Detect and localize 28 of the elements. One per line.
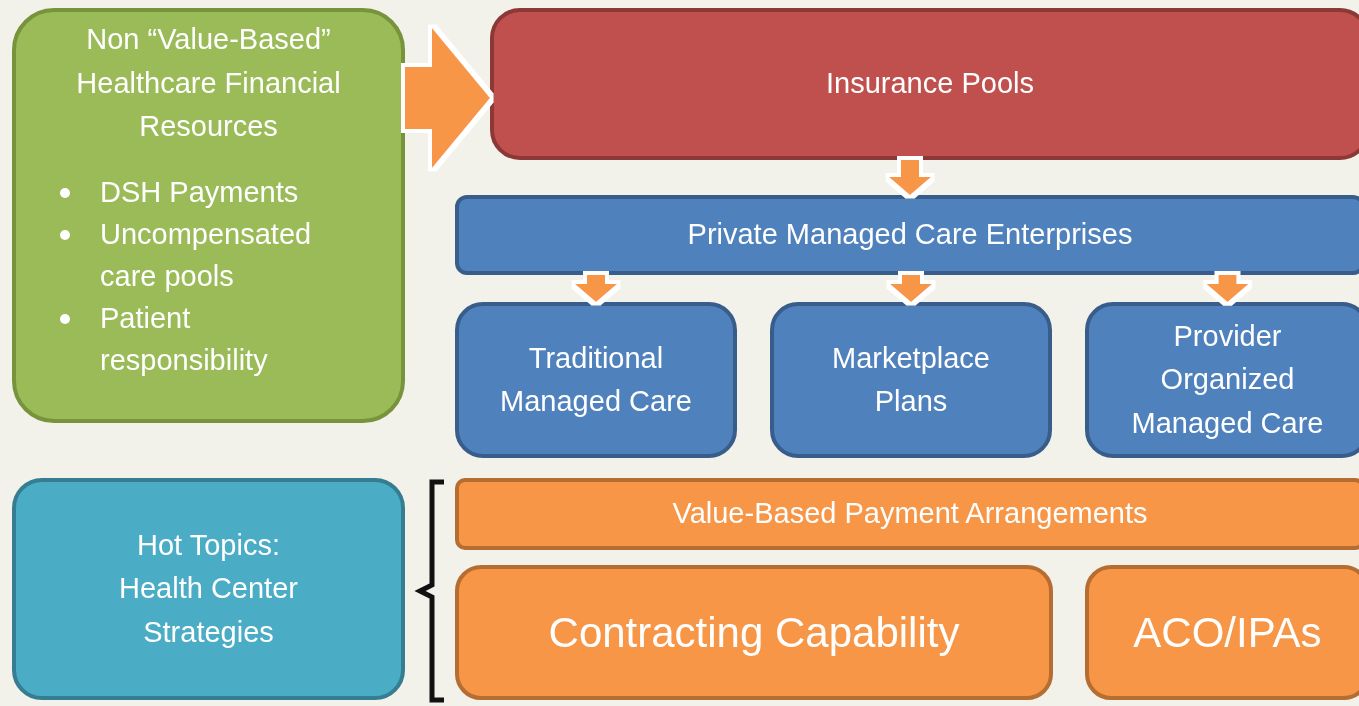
block-arrow xyxy=(890,275,932,302)
bullet-item: DSH Payments xyxy=(100,175,299,208)
box-label: Marketplace Plans xyxy=(831,340,991,419)
box-label: Provider Organized Managed Care xyxy=(1130,318,1325,441)
rounded-box xyxy=(1085,302,1359,458)
box-heading: Non “Value-Based” Healthcare Financial Resources xyxy=(75,22,342,144)
rounded-box xyxy=(770,302,1052,458)
box-label: Contracting Capability xyxy=(548,608,960,658)
rounded-box xyxy=(1085,565,1359,700)
block-arrow xyxy=(575,275,617,302)
box-label: Private Managed Care Enterprises xyxy=(687,217,1133,253)
box-label: Hot Topics: Health Center Strategies xyxy=(118,527,299,650)
block-arrow xyxy=(405,28,490,168)
box-label: ACO/IPAs xyxy=(1133,608,1322,658)
bullet-item: Patient responsibility xyxy=(100,301,268,376)
block-arrow xyxy=(1206,275,1249,302)
rounded-box xyxy=(455,302,737,458)
rounded-box xyxy=(490,8,1359,160)
box-label: Insurance Pools xyxy=(826,66,1034,102)
rounded-box xyxy=(455,195,1359,275)
rounded-box xyxy=(12,8,405,423)
block-arrow xyxy=(889,160,931,195)
rounded-box xyxy=(455,565,1053,700)
bullet-item: Uncompensated care pools xyxy=(100,217,312,292)
box-label: Traditional Managed Care xyxy=(499,340,693,419)
rounded-box xyxy=(455,478,1359,550)
box-label: Value-Based Payment Arrangements xyxy=(672,496,1148,532)
rounded-box xyxy=(12,478,405,700)
